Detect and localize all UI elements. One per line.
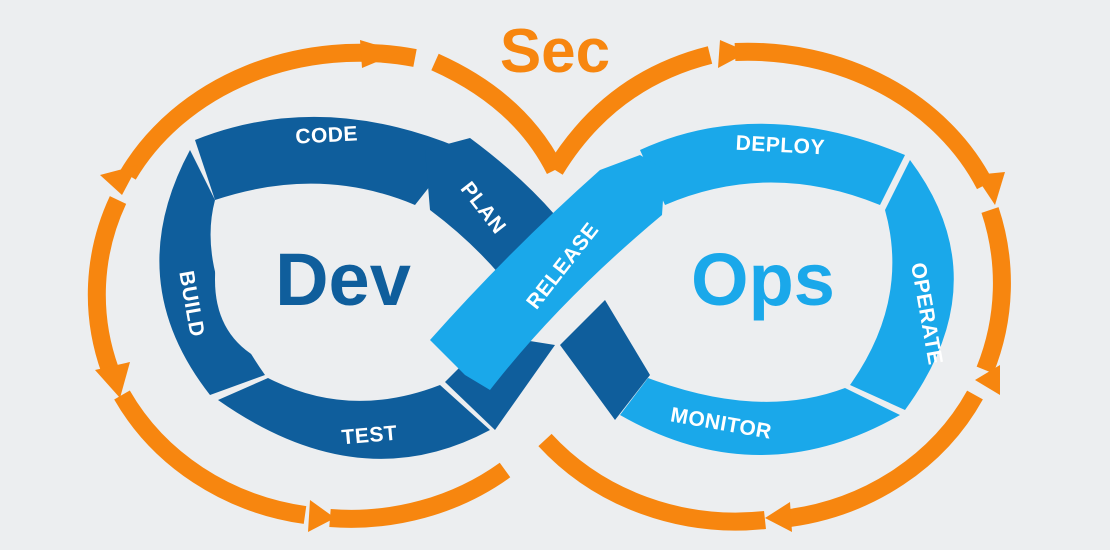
- dev-word: Dev: [275, 238, 411, 321]
- arrowhead: [95, 362, 130, 398]
- arrowhead: [718, 40, 748, 68]
- deploy-segment: [640, 123, 905, 205]
- ops-center: [623, 193, 882, 383]
- sec-ring-segment: [734, 42, 993, 190]
- code-label: CODE: [295, 122, 359, 148]
- arrowhead: [308, 500, 335, 532]
- sec-ring-segment: [538, 433, 766, 531]
- sec-ring-segment: [547, 46, 713, 175]
- sec-ring-segment: [431, 53, 564, 175]
- ops-word: Ops: [691, 238, 835, 321]
- plan-segment: [425, 138, 555, 275]
- dev-center: [215, 195, 475, 376]
- operate-segment: [850, 160, 954, 410]
- sec-ring-segment: [788, 390, 983, 527]
- release-segment: [430, 155, 665, 390]
- arrowhead: [360, 40, 400, 68]
- ops-loop: [560, 123, 954, 455]
- ops-lower-link: [560, 300, 650, 420]
- arrowhead: [975, 365, 1000, 395]
- test-label: TEST: [341, 422, 398, 450]
- sec-ring-segment: [87, 196, 127, 374]
- sec-outer-ring: [87, 42, 1011, 531]
- code-segment: [195, 116, 460, 205]
- sec-ring-segment: [976, 207, 1011, 374]
- arrowhead: [975, 172, 1005, 205]
- arrowhead: [765, 502, 792, 532]
- sec-ring-segment: [329, 462, 511, 528]
- monitor-segment: [620, 378, 900, 455]
- sec-ring-arrowheads: [95, 40, 1005, 532]
- arrowhead: [100, 165, 138, 195]
- sec-ring-segment: [114, 390, 307, 524]
- deploy-label: DEPLOY: [735, 132, 825, 160]
- test-segment: [218, 378, 490, 459]
- sec-title: Sec: [500, 17, 610, 86]
